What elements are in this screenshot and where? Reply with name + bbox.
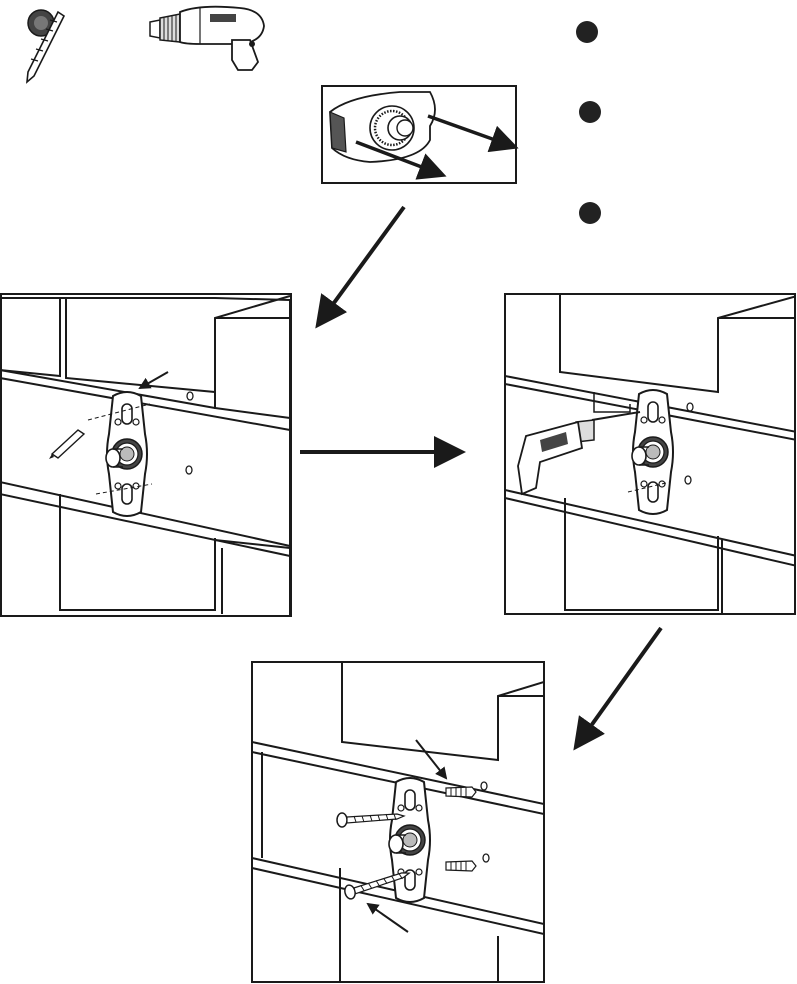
mount-closeup-panel: [322, 86, 516, 183]
mark-holes-panel: [0, 294, 291, 616]
flow-arrow-drill-to-fix: [578, 628, 661, 744]
step-marker-3: [579, 202, 601, 224]
flow-arrow-closeup-to-mark: [320, 207, 404, 322]
drill-holes-panel: [505, 294, 797, 614]
drill-bit-icon: [27, 10, 64, 82]
fix-screws-panel: [252, 662, 544, 982]
power-drill-icon: [150, 7, 264, 70]
step-marker-2: [579, 101, 601, 123]
step-marker-1: [576, 21, 598, 43]
